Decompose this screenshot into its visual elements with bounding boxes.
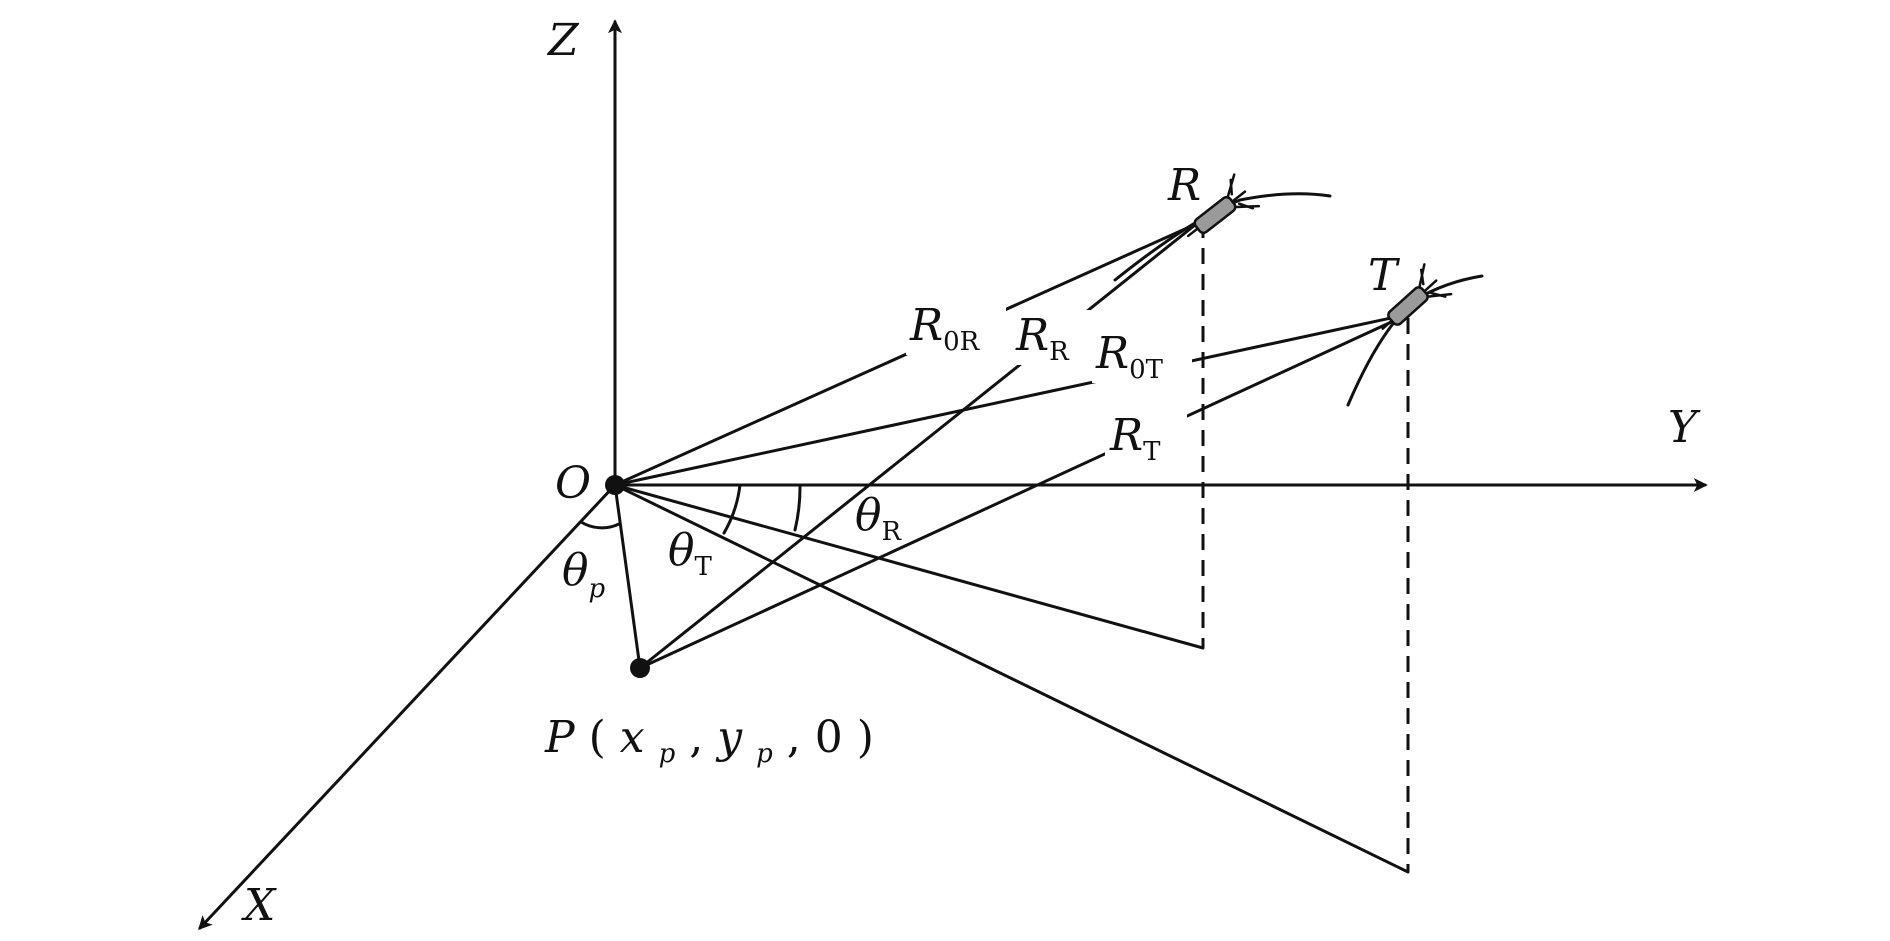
receiver-label: R bbox=[1167, 160, 1201, 211]
rt-label: RT bbox=[1109, 410, 1161, 467]
x-axis-label: X bbox=[241, 880, 277, 931]
receiver-aircraft-icon bbox=[1186, 173, 1261, 238]
r0t-label: R0T bbox=[1095, 328, 1164, 385]
target-name: P bbox=[544, 712, 576, 763]
label-bg-rr bbox=[1012, 310, 1094, 365]
theta-r-arc bbox=[793, 483, 802, 532]
target-comma-1: , bbox=[689, 712, 703, 763]
target-open-paren: ( bbox=[589, 712, 606, 763]
theta-t-label: θT bbox=[668, 525, 713, 582]
theta-p-label: θp bbox=[562, 545, 606, 604]
line-o-to-r-ground bbox=[613, 483, 1205, 650]
theta-p-arc bbox=[579, 520, 621, 530]
transmitter-aircraft-icon bbox=[1381, 263, 1453, 331]
line-p-to-t bbox=[638, 316, 1402, 670]
z-axis-label: Z bbox=[546, 15, 580, 66]
theta-t-arc bbox=[722, 483, 742, 535]
target-point bbox=[630, 658, 650, 678]
x-axis bbox=[198, 483, 617, 931]
line-o-to-p bbox=[613, 483, 642, 670]
target-close-paren: ) bbox=[857, 712, 874, 763]
target-coordinate-label: P ( x p , y p , 0 ) bbox=[544, 712, 874, 773]
target-x-sub: p bbox=[659, 739, 676, 769]
line-p-to-r bbox=[638, 223, 1197, 670]
line-o-to-t-ground bbox=[613, 483, 1410, 874]
line-o-to-t bbox=[613, 313, 1407, 487]
target-y-sub: p bbox=[756, 739, 773, 769]
target-zero: 0 bbox=[815, 712, 843, 763]
theta-r-label: θR bbox=[855, 490, 903, 547]
target-comma-2: , bbox=[787, 712, 801, 763]
y-axis-label: Y bbox=[1668, 402, 1701, 453]
origin-label: O bbox=[555, 458, 591, 509]
rr-label: RR bbox=[1015, 310, 1070, 367]
r0r-label: R0R bbox=[909, 300, 981, 357]
origin-point bbox=[605, 475, 625, 495]
label-bg-r0r bbox=[906, 300, 1006, 355]
target-x: x bbox=[620, 712, 645, 763]
label-bg-r0t bbox=[1092, 328, 1192, 383]
transmitter-label: T bbox=[1368, 250, 1401, 301]
target-y: y bbox=[715, 712, 743, 763]
r-trajectory-curve bbox=[1113, 192, 1332, 282]
label-bg-rt bbox=[1105, 410, 1187, 465]
